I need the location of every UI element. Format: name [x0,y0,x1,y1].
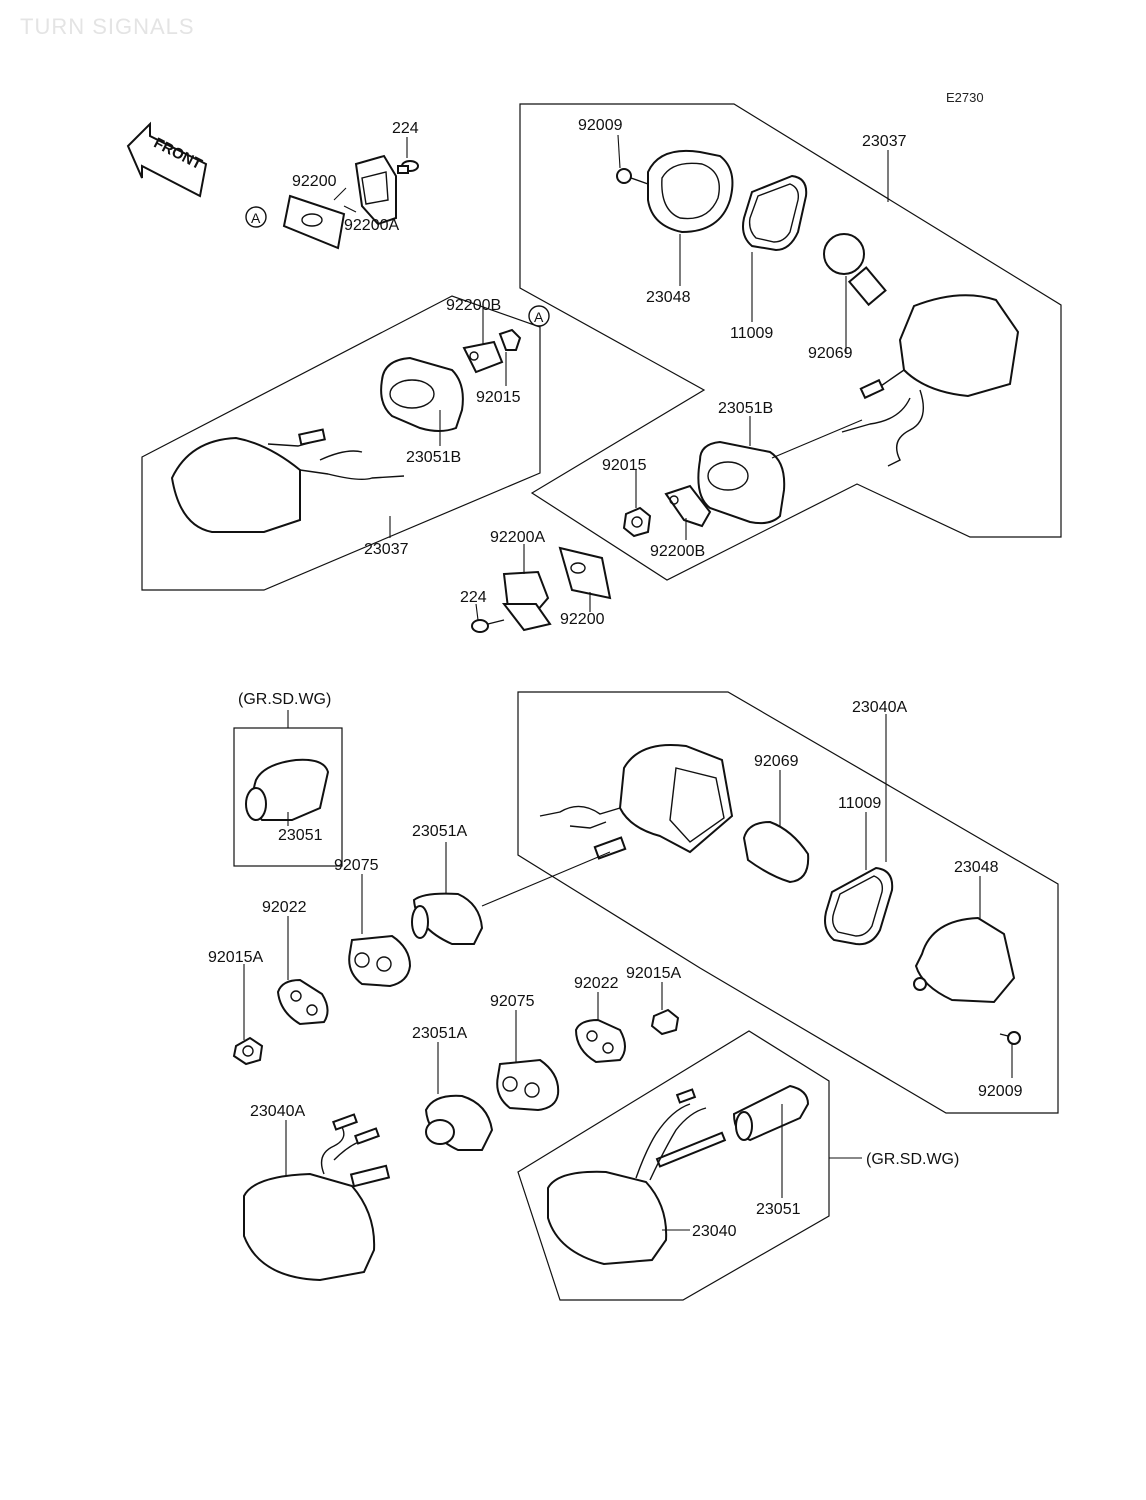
part-label: 92015A [626,965,681,982]
gasket-11009-top [742,174,808,252]
ref-mark-label: A [534,309,544,325]
part-label: 92015 [476,389,521,406]
bulb-92069-rear [742,820,810,884]
housing-23040a-right [539,744,734,860]
connector-line [771,419,863,459]
connector-line [481,851,611,907]
nut-92015-left [498,328,522,351]
part-label: 23048 [646,289,691,306]
plate-92022-left [276,978,329,1026]
part-label: 92015 [602,457,647,474]
part-label: 23048 [954,859,999,876]
grommet-23051a-mid [411,892,484,945]
ref-mark-a-left: A [245,206,267,228]
part-label: 23051A [412,823,467,840]
housing-23037-left [170,428,405,533]
cushion-92075-left [348,934,412,988]
housing-23040a-left [243,1113,391,1282]
part-label: (GR.SD.WG) [238,691,331,708]
plate-92200-mid [558,546,612,600]
ref-mark-a-right: A [528,305,550,327]
part-label: 92200 [292,173,337,190]
part-label: 23051A [412,1025,467,1042]
grommet-23051-lower [732,1084,810,1142]
bolt-224-top [397,160,419,174]
part-label: 11009 [730,325,773,342]
part-label: 92200 [560,611,605,628]
part-label: 11009 [838,795,881,812]
housing-23040 [547,1088,727,1266]
leader-lines [243,134,1013,1231]
group-front-right-outline [519,103,1062,581]
grommet-23051b-left [380,356,464,432]
part-label: 92022 [262,899,307,916]
part-label: 92022 [574,975,619,992]
part-label: 23051B [406,449,461,466]
gasket-11009-rear [824,866,894,946]
part-label: (GR.SD.WG) [866,1151,959,1168]
bracket-92200a-top [354,154,397,226]
screw-92009-top [616,168,649,185]
bracket-92200a-mid [501,570,552,632]
part-label: 92200A [490,529,545,546]
nut-92015-right [622,506,652,538]
plate-92022-right [574,1018,626,1064]
lens-23048-rear [913,916,1016,1004]
part-label: 92069 [808,345,853,362]
part-label: 92075 [334,857,379,874]
group-front-left-outline [141,295,541,591]
plate-92200b-right [664,484,712,528]
part-label: 23051 [756,1201,801,1218]
grommet-23051b-right [697,440,786,525]
grommet-23051a-lower [424,1094,494,1151]
ref-mark-label: A [251,210,261,226]
cushion-92075-right [496,1058,560,1112]
part-label: 92200B [446,297,501,314]
diagram-code: E2730 [946,90,984,105]
part-label: 92009 [578,117,623,134]
screw-224-mid [471,619,505,633]
part-label: 23051 [278,827,323,844]
part-label: 92075 [490,993,535,1010]
group-rear-right-outline [517,691,1059,1114]
part-label: 224 [460,589,487,606]
bulb-92069-top [823,233,887,307]
screw-92009-rear [999,1031,1021,1045]
lens-23048-top [647,149,734,234]
plate-92200-top [282,194,346,250]
nut-92015a-left [232,1036,264,1066]
part-label: 92009 [978,1083,1023,1100]
housing-23037-right [841,294,1020,467]
grommet-23051-boxed [245,758,330,821]
group-rear-left-outline [517,1030,830,1301]
part-label: 23040 [692,1223,737,1240]
part-label: 23037 [364,541,409,558]
plate-92200b-left [462,340,504,374]
diagram-title: TURN SIGNALS [20,14,195,39]
part-label: 23040A [250,1103,305,1120]
part-label: 23051B [718,400,773,417]
part-label: 92069 [754,753,799,770]
nut-92015a-right [650,1008,680,1036]
part-label: 92015A [208,949,263,966]
part-label: 23040A [852,699,907,716]
front-arrow: FRONT [126,121,208,198]
part-label: 23037 [862,133,907,150]
part-label: 224 [392,120,419,137]
part-label: 92200B [650,543,705,560]
part-label: 92200A [344,217,399,234]
